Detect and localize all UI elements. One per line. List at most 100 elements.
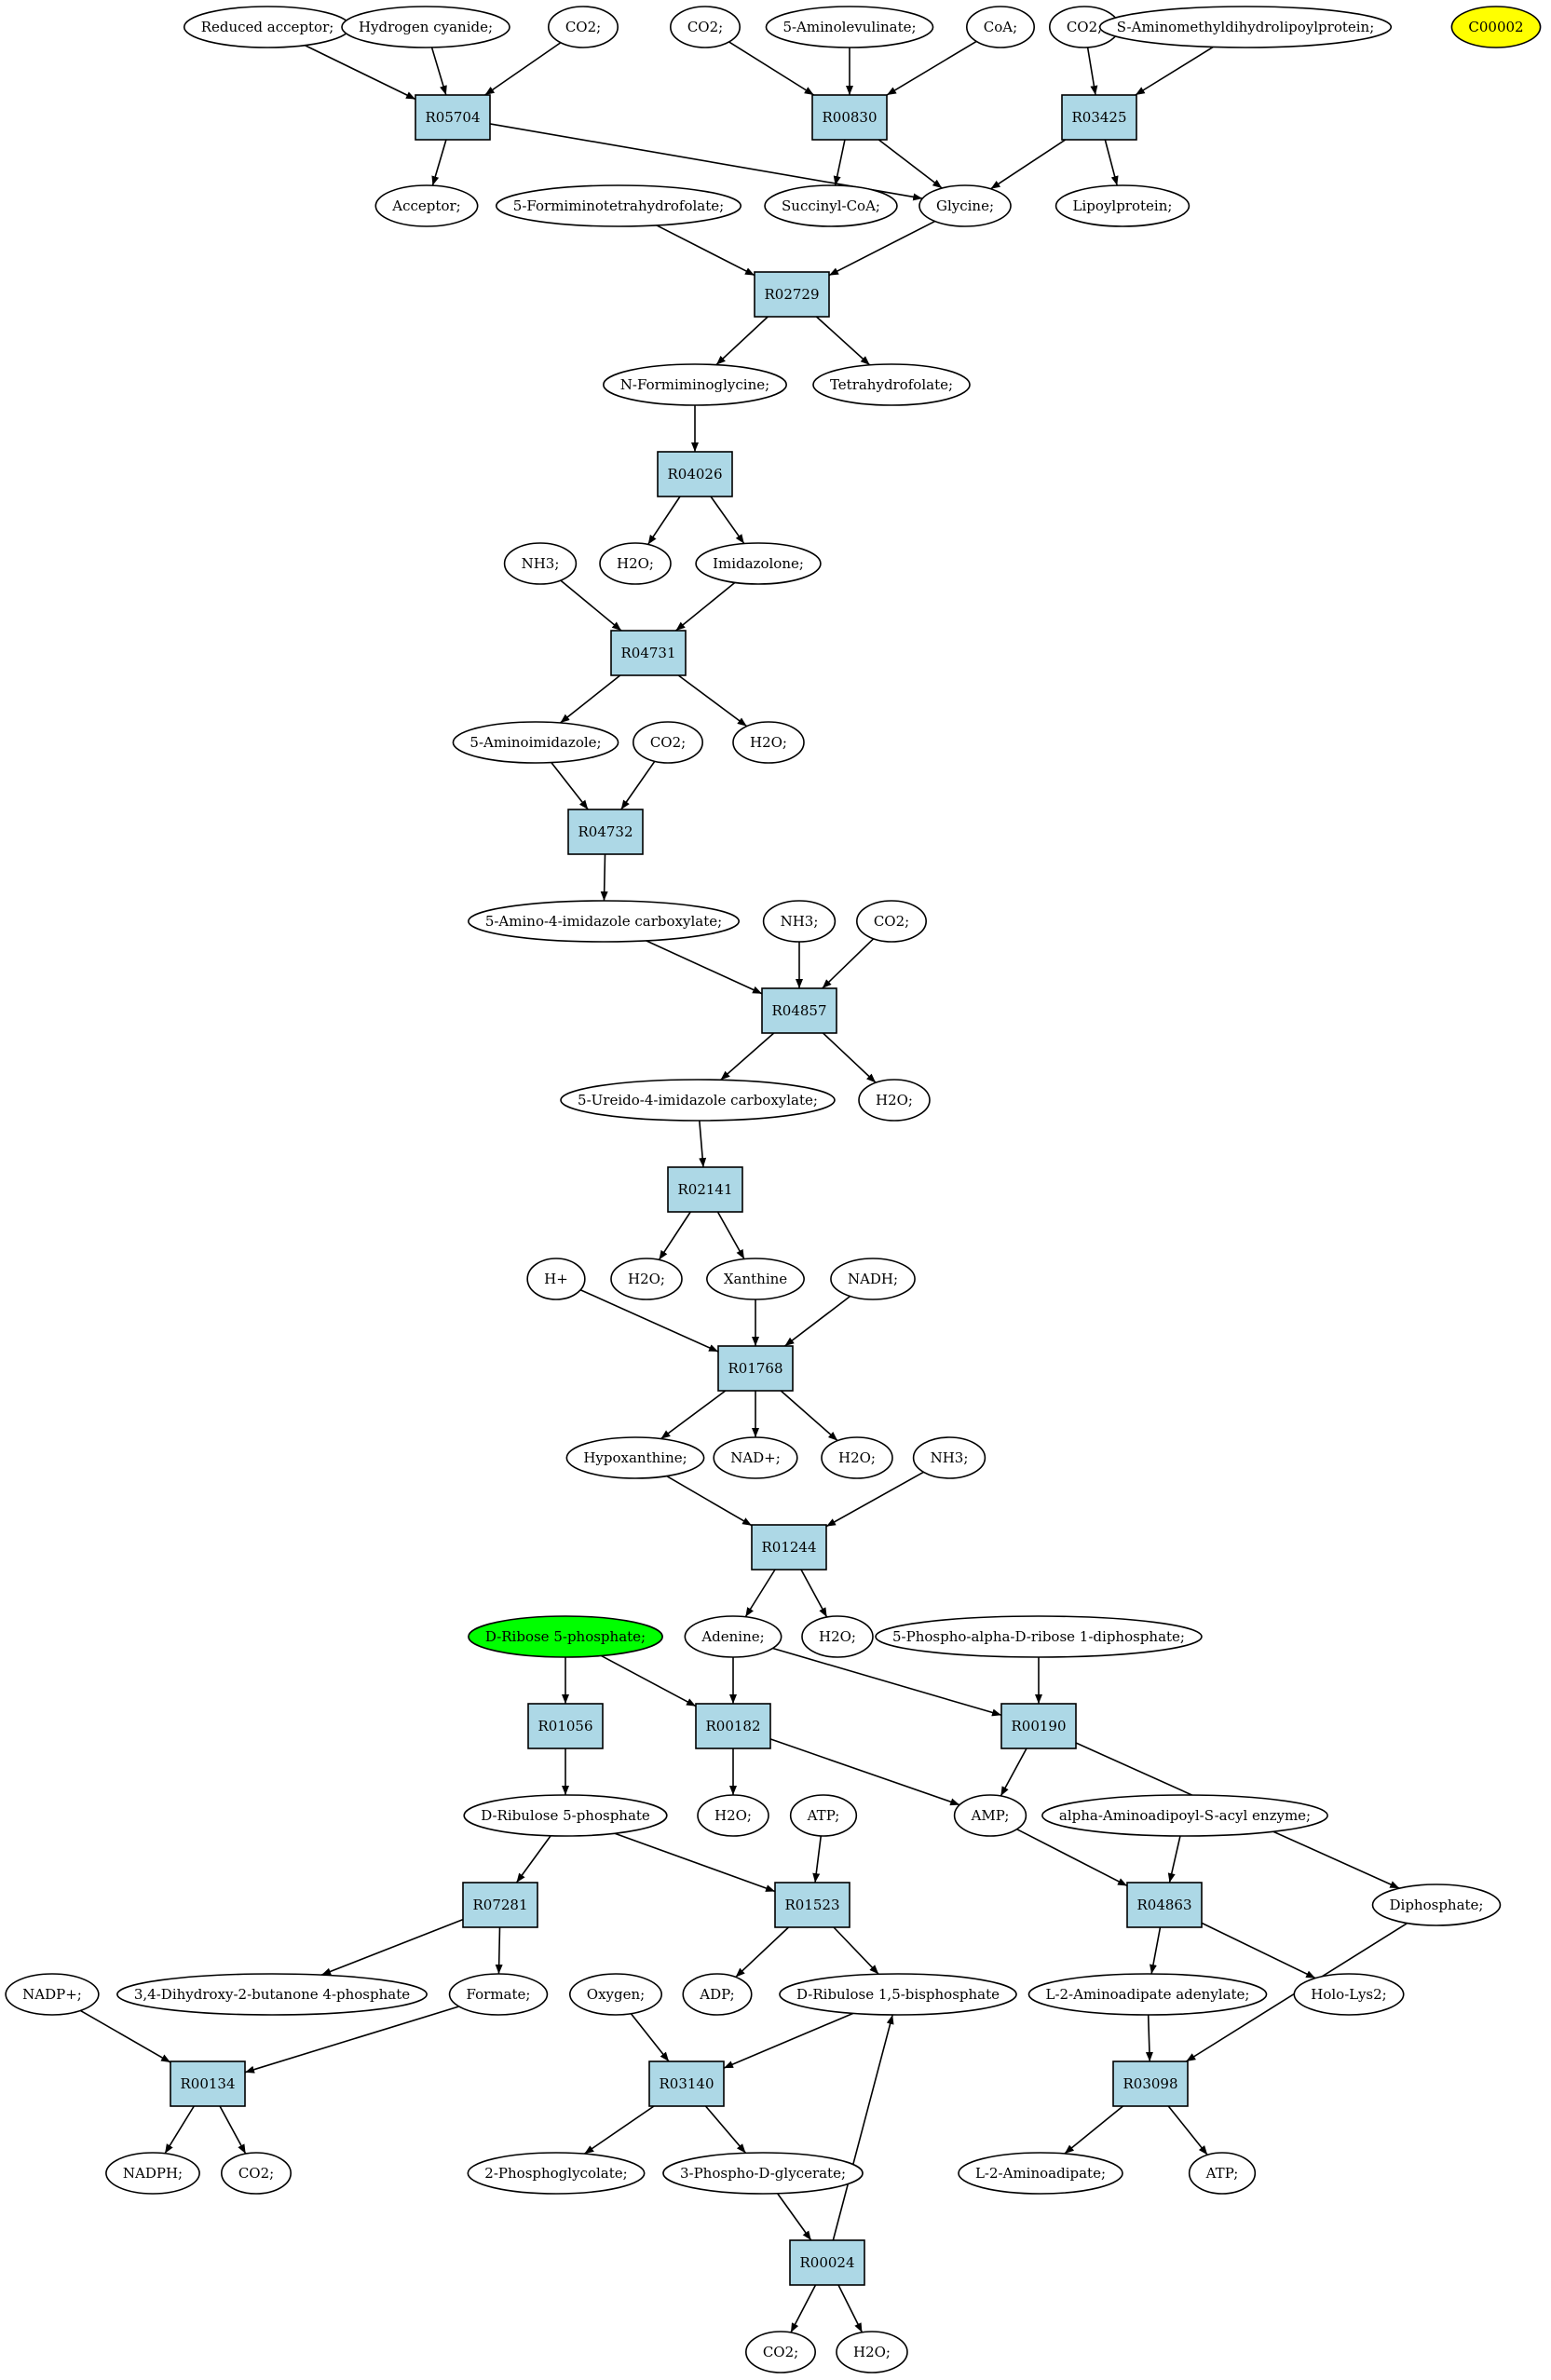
reaction-node-r_R00182: R00182 bbox=[695, 1703, 771, 1749]
edges-layer bbox=[79, 40, 1408, 2333]
reaction-box bbox=[761, 987, 837, 1034]
node-label: R01244 bbox=[761, 1539, 816, 1556]
compound-node-c_lipoyl: Lipoylprotein; bbox=[1054, 184, 1190, 227]
compound-node-c_co2_g: CO2; bbox=[745, 2331, 816, 2373]
reaction-node-r_R03098: R03098 bbox=[1112, 2060, 1189, 2107]
compound-node-c_nadh: NADH; bbox=[830, 1258, 916, 1300]
compound-ellipse bbox=[1188, 2152, 1257, 2195]
edge-r_R04732-to-c_5a4ic bbox=[600, 853, 608, 902]
node-label: H2O; bbox=[838, 1449, 876, 1466]
node-label: CO2; bbox=[874, 913, 909, 930]
edge-r_R04731-to-c_5aiz bbox=[559, 674, 621, 724]
edge-r_R00024-to-c_rubp bbox=[832, 2014, 894, 2241]
edge-r_R03098-to-c_l2aa bbox=[1064, 2105, 1124, 2155]
node-label: R04863 bbox=[1136, 1897, 1191, 1913]
edge-r_R00134-to-c_co2_f bbox=[219, 2105, 247, 2155]
node-label: R04731 bbox=[620, 645, 675, 661]
node-label: R03425 bbox=[1071, 109, 1126, 126]
nodes-layer: Reduced acceptor;Hydrogen cyanide;CO2;CO… bbox=[5, 6, 1542, 2373]
edge-r_R03425-to-c_lipoyl bbox=[1104, 139, 1119, 186]
edge-c_nh3_a-to-r_R04731 bbox=[560, 579, 622, 632]
edge-c_hplus-to-r_R01768 bbox=[579, 1288, 719, 1353]
edge-r_R01244-to-c_h2o_f bbox=[800, 1569, 828, 1618]
edge-r_R03140-to-c_2pg bbox=[583, 2105, 655, 2155]
reaction-box bbox=[1126, 1882, 1203, 1928]
compound-node-c_adenine: Adenine; bbox=[684, 1615, 782, 1658]
compound-node-c_h2o_d: H2O; bbox=[610, 1258, 683, 1300]
compound-ellipse bbox=[1041, 1794, 1328, 1837]
node-label: R03098 bbox=[1122, 2075, 1177, 2092]
node-label: Formate; bbox=[467, 1986, 531, 2003]
compound-node-c_dhbp: 3,4-Dihydroxy-2-butanone 4-phosphate bbox=[116, 1973, 428, 2016]
compound-ellipse bbox=[662, 2152, 864, 2195]
compound-ellipse bbox=[1027, 1973, 1268, 2016]
compound-ellipse bbox=[1371, 1884, 1502, 1926]
compound-ellipse bbox=[779, 1973, 1017, 2016]
node-label: CO2; bbox=[1067, 19, 1102, 35]
reaction-node-r_R05704: R05704 bbox=[415, 94, 491, 141]
compound-ellipse bbox=[830, 1258, 916, 1300]
reaction-node-r_R01244: R01244 bbox=[751, 1524, 827, 1571]
reaction-node-r_R02141: R02141 bbox=[667, 1166, 743, 1213]
edge-r_R02729-to-c_nfg bbox=[715, 316, 769, 366]
edge-c_l2aa_ad-to-r_R03098 bbox=[1145, 2014, 1153, 2062]
node-label: R05704 bbox=[425, 109, 480, 126]
reaction-node-r_R00134: R00134 bbox=[170, 2060, 246, 2107]
edge-c_co2_c-to-r_R03425 bbox=[1086, 47, 1098, 96]
node-label: 5-Formiminotetrahydrofolate; bbox=[513, 197, 724, 214]
edge-c_co2_b-to-r_R00830 bbox=[728, 41, 815, 96]
edge-r_R04863-to-c_hololys2 bbox=[1201, 1922, 1316, 1979]
reaction-box bbox=[695, 1703, 771, 1749]
node-label: R02141 bbox=[677, 1181, 732, 1198]
node-label: Xanthine bbox=[724, 1271, 787, 1287]
edge-c_rubp-to-r_R03140 bbox=[723, 2012, 854, 2069]
reaction-box bbox=[754, 271, 830, 318]
edge-r_R01768-to-c_hypox bbox=[660, 1390, 727, 1440]
compound-node-c_oxygen: Oxygen; bbox=[568, 1973, 663, 2016]
node-label: Hydrogen cyanide; bbox=[359, 19, 493, 35]
reaction-box bbox=[1112, 2060, 1189, 2107]
compound-ellipse bbox=[745, 2331, 816, 2373]
compound-ellipse bbox=[116, 1973, 428, 2016]
edge-r_R07281-to-c_dhbp bbox=[320, 1918, 464, 1976]
node-label: ATP; bbox=[807, 1807, 840, 1824]
node-label: CO2; bbox=[687, 19, 723, 35]
compound-ellipse bbox=[448, 1973, 549, 2016]
node-label: R00182 bbox=[705, 1718, 760, 1734]
compound-ellipse bbox=[765, 6, 934, 48]
reaction-node-r_R02729: R02729 bbox=[754, 271, 830, 318]
edge-c_co2_e-to-r_R04857 bbox=[822, 938, 875, 989]
compound-ellipse bbox=[682, 1973, 753, 2016]
edge-c_co2_a-to-r_R05704 bbox=[484, 42, 562, 96]
compound-ellipse bbox=[762, 900, 837, 943]
compound-node-c_coa: CoA; bbox=[965, 6, 1036, 48]
compound-ellipse bbox=[374, 184, 479, 227]
compound-ellipse bbox=[468, 1615, 663, 1658]
compound-node-c_imidazolone: Imidazolone; bbox=[695, 542, 822, 585]
reaction-node-r_R07281: R07281 bbox=[462, 1882, 538, 1928]
compound-ellipse bbox=[603, 363, 787, 406]
node-label: Diphosphate; bbox=[1390, 1897, 1484, 1913]
node-label: R04857 bbox=[771, 1002, 826, 1019]
compound-node-c_succoa: Succinyl-CoA; bbox=[764, 184, 898, 227]
reaction-box bbox=[1061, 94, 1137, 141]
compound-ellipse bbox=[1293, 1973, 1405, 2016]
reaction-node-r_R00190: R00190 bbox=[1000, 1703, 1077, 1749]
compound-node-c_h2o_b: H2O; bbox=[732, 721, 805, 764]
edge-r_R04857-to-c_5u4ic bbox=[720, 1032, 775, 1081]
compound-ellipse bbox=[858, 1079, 931, 1122]
compound-node-c_nh3_a: NH3; bbox=[503, 542, 578, 585]
compound-node-c_nh3_b: NH3; bbox=[762, 900, 837, 943]
edge-c_co2_d-to-r_R04732 bbox=[620, 760, 656, 810]
compound-ellipse bbox=[1450, 6, 1542, 48]
node-label: Glycine; bbox=[936, 197, 994, 214]
node-label: L-2-Aminoadipate adenylate; bbox=[1045, 1986, 1249, 2003]
edge-r_R01768-to-c_h2o_e bbox=[780, 1390, 838, 1442]
node-label: AMP; bbox=[971, 1807, 1010, 1824]
compound-ellipse bbox=[221, 2152, 292, 2195]
compound-node-c_co2_f: CO2; bbox=[221, 2152, 292, 2195]
reaction-box bbox=[610, 630, 687, 676]
reaction-box bbox=[717, 1345, 794, 1392]
reaction-node-r_R04026: R04026 bbox=[657, 451, 733, 497]
